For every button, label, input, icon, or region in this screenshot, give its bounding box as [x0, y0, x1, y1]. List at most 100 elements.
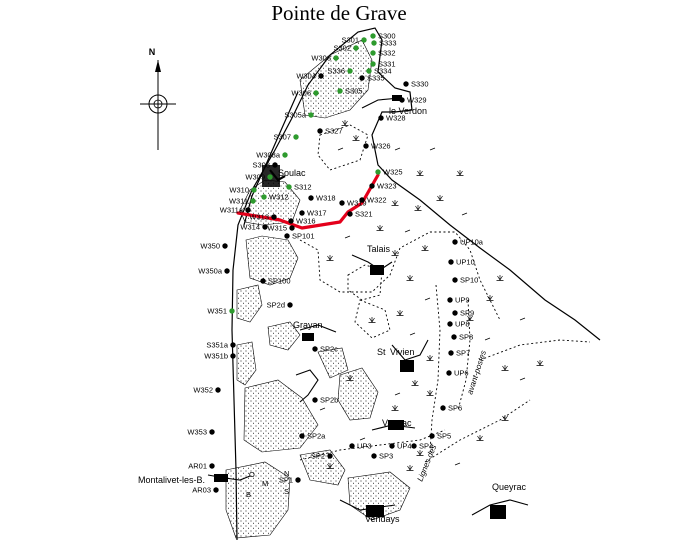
- site-label-sp6: SP6: [448, 404, 462, 413]
- marsh-symbol: [501, 414, 509, 421]
- site-dot-up3: [349, 443, 355, 449]
- site-dot-sp9: [452, 310, 458, 316]
- site-label-s336: S336: [327, 67, 345, 76]
- town-label-le-verdon: le Verdon: [389, 106, 427, 116]
- marsh-symbol: [337, 147, 344, 151]
- site-label-w315: W315: [267, 224, 287, 233]
- site-dot-sp2b: [312, 397, 318, 403]
- site-label-sp101: SP101: [292, 232, 315, 241]
- site-dot-s335: [359, 75, 365, 81]
- site-dot-s301: [361, 37, 367, 43]
- site-dot-sp2: [327, 453, 333, 459]
- marsh-symbol: [429, 147, 436, 151]
- site-label-s327: S327: [325, 127, 343, 136]
- marsh-symbol: [406, 464, 414, 471]
- marsh-symbol: [454, 462, 461, 466]
- marsh-symbol: [341, 119, 349, 126]
- marsh-symbol: [394, 147, 401, 151]
- site-dot-s321: [347, 211, 353, 217]
- site-label-w303: W303: [311, 54, 331, 63]
- site-label-w317: W317: [307, 209, 327, 218]
- site-label-up3: UP3: [357, 442, 372, 451]
- site-dot-w309: [267, 174, 273, 180]
- site-label-s321: S321: [355, 210, 373, 219]
- site-dot-w319: [339, 200, 345, 206]
- site-dot-sp100: [260, 278, 266, 284]
- site-label-w350: W350: [200, 242, 220, 251]
- site-dot-w353: [209, 429, 215, 435]
- marsh-symbol: [404, 229, 411, 233]
- site-dot-w310: [251, 187, 257, 193]
- site-dot-s334: [366, 68, 372, 74]
- town-label-st-vivien: Vivien: [390, 347, 414, 357]
- marsh-symbol: [519, 317, 526, 321]
- site-dot-w313: [271, 214, 277, 220]
- marsh-symbol: [414, 204, 422, 211]
- town-blocks: [214, 95, 506, 519]
- site-label-s305: S305: [345, 87, 363, 96]
- letter-m: M: [262, 479, 268, 488]
- site-dot-w322: [359, 197, 365, 203]
- site-dot-w318: [308, 195, 314, 201]
- site-label-w325: W325: [383, 168, 403, 177]
- marsh-symbol: [501, 364, 509, 371]
- site-label-w352: W352: [193, 386, 213, 395]
- marsh-symbol: [456, 169, 464, 176]
- site-dot-w311a: [245, 207, 251, 213]
- site-dot-s327: [317, 128, 323, 134]
- site-label-up10: UP10: [456, 258, 475, 267]
- marsh-symbol: [476, 434, 484, 441]
- marsh-boundaries: [299, 124, 591, 463]
- site-dot-up10: [448, 259, 454, 265]
- compass-rose-icon: N: [140, 47, 176, 150]
- marsh-symbol: [344, 235, 351, 239]
- site-label-w323: W323: [377, 182, 397, 191]
- north-label: N: [149, 47, 156, 57]
- town-label-talais: Talais: [367, 244, 391, 254]
- site-label-sp10: SP10: [460, 276, 478, 285]
- site-dot-w350: [222, 243, 228, 249]
- site-label-sp9: SP9: [460, 309, 474, 318]
- site-dot-s300: [370, 33, 376, 39]
- roads: [207, 97, 529, 516]
- site-dot-s302: [353, 45, 359, 51]
- site-dot-up10a: [452, 239, 458, 245]
- site-dot-s307: [293, 134, 299, 140]
- site-dot-sp1: [295, 477, 301, 483]
- site-dot-s305a: [308, 112, 314, 118]
- site-dot-w314: [262, 224, 268, 230]
- site-label-sp100: SP100: [268, 277, 291, 286]
- site-dot-s305: [337, 88, 343, 94]
- site-dot-w312: [261, 194, 267, 200]
- site-label-s334: S334: [374, 67, 392, 76]
- marsh-symbol: [536, 359, 544, 366]
- site-label-s332: S332: [378, 49, 396, 58]
- site-dot-sp2a: [299, 433, 305, 439]
- site-label-sp2d: SP2d: [267, 301, 285, 310]
- site-label-w350a: W350a: [198, 267, 223, 276]
- site-dot-s331: [370, 61, 376, 67]
- site-dot-w351: [229, 308, 235, 314]
- site-dot-w311: [250, 198, 256, 204]
- site-dot-sp101: [284, 233, 290, 239]
- site-label-s312: S312: [294, 183, 312, 192]
- letter-s: S: [284, 487, 289, 496]
- site-dot-w350a: [224, 268, 230, 274]
- site-dot-w317: [299, 210, 305, 216]
- site-label-w314: W314: [240, 223, 260, 232]
- site-label-w318: W318: [316, 194, 336, 203]
- site-dot-w306: [313, 90, 319, 96]
- site-label-s305a: S305a: [284, 111, 307, 120]
- site-label-s351a: S351a: [206, 341, 229, 350]
- coastline: [231, 27, 601, 541]
- site-label-w313: W313: [249, 213, 269, 222]
- site-label-sp2c: SP2c: [320, 345, 338, 354]
- site-label-w304: W304: [296, 72, 316, 81]
- site-label-w311: W311: [229, 197, 248, 206]
- town-label-vensac: Vensac: [382, 418, 412, 428]
- site-dot-up9: [447, 297, 453, 303]
- site-dot-sp5: [429, 433, 435, 439]
- dune-forest-areas: [225, 39, 411, 539]
- marsh-symbol: [411, 379, 419, 386]
